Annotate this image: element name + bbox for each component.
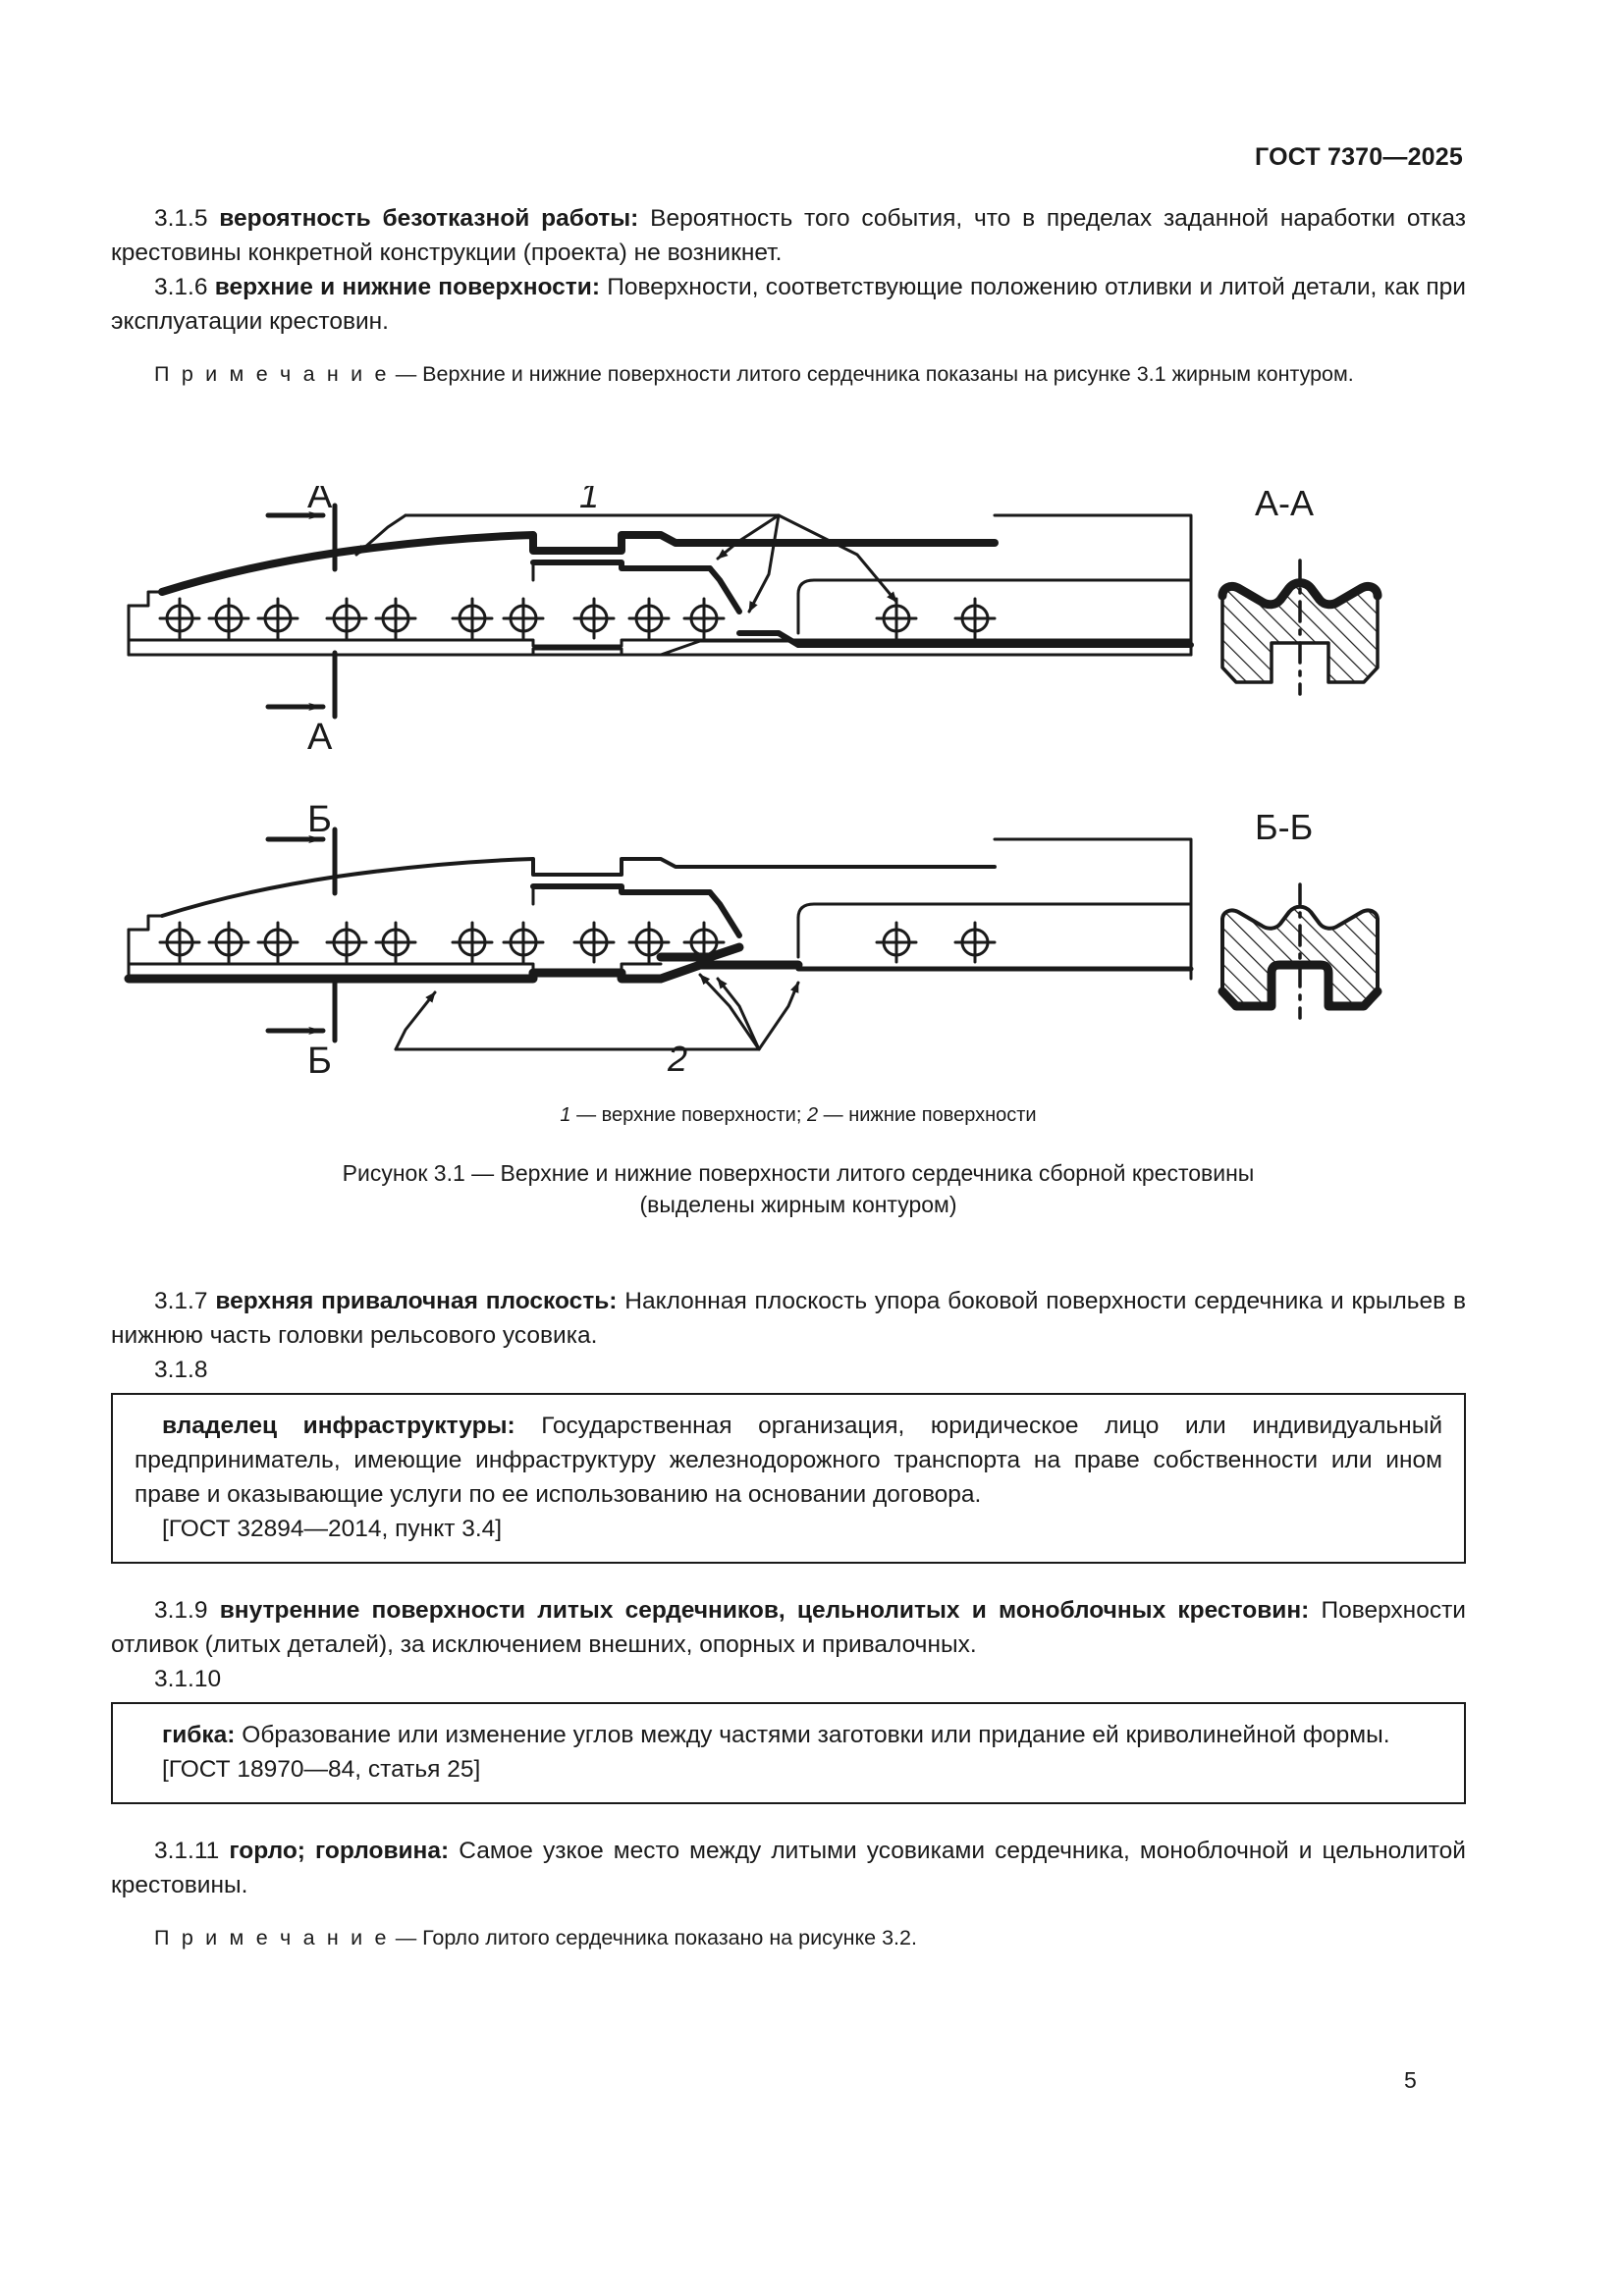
section-marker-b-bottom-label: Б — [307, 1041, 332, 1082]
note-3-1-6-dash: — — [389, 362, 423, 386]
note-3-1-11-dash: — — [389, 1926, 423, 1949]
clause-3-1-5-term: вероятность безотказной работы: — [219, 205, 639, 232]
legend-item-2-number: 2 — [806, 1104, 819, 1126]
figure-3-1-caption-line-1: Рисунок 3.1 — Верхние и нижние поверхнос… — [342, 1160, 1255, 1186]
figure-3-1-legend: 1 — верхние поверхности; 2 — нижние пове… — [111, 1095, 1486, 1130]
callout-2-leaders — [394, 973, 800, 1051]
clause-3-1-9-term: внутренние поверхности литых сердечников… — [219, 1597, 1310, 1624]
note-3-1-6-label: П р и м е ч а н и е — [154, 362, 390, 386]
page-header-standard-number: ГОСТ 7370—2025 — [1255, 143, 1463, 171]
section-view-a-a — [1218, 559, 1382, 696]
clause-3-1-9-text: Поверхности отливок (литых деталей), за … — [111, 1597, 1466, 1658]
clause-3-1-11: 3.1.11 горло; горловина: Самое узкое мес… — [111, 1834, 1466, 1902]
clause-3-1-9-number: 3.1.9 — [154, 1597, 208, 1624]
definition-3-1-10-term: гибка: — [162, 1722, 236, 1748]
definition-3-1-8-text: Государственная организация, юридическое… — [135, 1413, 1443, 1508]
clause-3-1-7-number: 3.1.7 — [154, 1288, 208, 1314]
section-marker-b-top — [265, 827, 338, 896]
definition-box-3-1-8: владелец инфраструктуры: Государственная… — [111, 1393, 1466, 1564]
page-number: 5 — [1404, 2067, 1417, 2093]
clause-3-1-5-number: 3.1.5 — [154, 205, 208, 232]
note-3-1-6-text: Верхние и нижние поверхности литого серд… — [422, 362, 1354, 386]
clause-3-1-5-text: Вероятность того события, что в пределах… — [111, 205, 1466, 266]
figure-3-1-caption: Рисунок 3.1 — Верхние и нижние поверхнос… — [111, 1130, 1486, 1220]
figure-3-1-caption-line-2: (выделены жирным контуром) — [639, 1192, 957, 1217]
section-marker-b-bottom — [265, 974, 338, 1043]
legend-item-1-dash: — — [570, 1104, 602, 1126]
note-3-1-6: П р и м е ч а н и е — Верхние и нижние п… — [111, 358, 1466, 391]
section-view-b-b-label: Б-Б — [1255, 807, 1313, 847]
legend-item-1-text: верхние поверхности; — [601, 1104, 807, 1126]
clause-3-1-7-text: Наклонная плоскость упора боковой поверх… — [111, 1288, 1466, 1349]
section-view-a-a-label: А-А — [1255, 486, 1314, 523]
definition-3-1-10-text: Образование или изменение углов между ча… — [235, 1722, 1390, 1748]
note-3-1-11: П р и м е ч а н и е — Горло литого серде… — [111, 1922, 1466, 1954]
bottom-view-frog-casting — [124, 827, 1194, 1051]
clause-3-1-6: 3.1.6 верхние и нижние поверхности: Пове… — [111, 270, 1466, 339]
clause-3-1-7-term: верхняя привалочная плоскость: — [215, 1288, 618, 1314]
definition-3-1-8-body: владелец инфраструктуры: Государственная… — [135, 1409, 1442, 1512]
figure-3-1-drawing: А А Б Б 1 2 А-А Б-Б — [124, 486, 1382, 1082]
section-marker-a-bottom-label: А — [307, 717, 333, 758]
bolt-hole-group-top — [158, 597, 997, 640]
note-3-1-11-label: П р и м е ч а н и е — [154, 1926, 390, 1949]
clause-3-1-7: 3.1.7 верхняя привалочная плоскость: Нак… — [111, 1284, 1466, 1353]
section-marker-b-top-label: Б — [307, 799, 332, 840]
legend-item-1-number: 1 — [560, 1104, 571, 1126]
bolt-hole-group-bottom — [158, 921, 997, 964]
clause-3-1-10-number: 3.1.10 — [154, 1666, 222, 1692]
section-marker-a-bottom — [265, 650, 338, 720]
content-column-top: 3.1.5 вероятность безотказной работы: Ве… — [111, 201, 1466, 391]
section-marker-a-top-label: А — [307, 486, 333, 516]
clause-3-1-6-term: верхние и нижние поверхности: — [214, 274, 600, 300]
definition-3-1-10-source: [ГОСТ 18970—84, статья 25] — [162, 1756, 481, 1783]
callout-1-leaders — [354, 513, 898, 614]
definition-box-3-1-10: гибка: Образование или изменение углов м… — [111, 1702, 1466, 1804]
definition-3-1-8-source: [ГОСТ 32894—2014, пункт 3.4] — [162, 1516, 503, 1542]
clause-3-1-8-number-line: 3.1.8 — [111, 1353, 1466, 1387]
note-3-1-11-text: Горло литого сердечника показано на рису… — [422, 1926, 917, 1949]
section-view-b-b — [1218, 882, 1382, 1020]
clause-3-1-11-term: горло; горловина: — [229, 1838, 450, 1864]
top-view-frog-casting — [127, 503, 1194, 720]
content-column-bottom: 3.1.7 верхняя привалочная плоскость: Нак… — [111, 1284, 1466, 1954]
legend-item-2-dash: — — [818, 1104, 849, 1126]
clause-3-1-10-number-line: 3.1.10 — [111, 1662, 1466, 1696]
legend-item-2-text: нижние поверхности — [848, 1104, 1037, 1126]
clause-3-1-8-number: 3.1.8 — [154, 1357, 208, 1383]
clause-3-1-6-number: 3.1.6 — [154, 274, 208, 300]
clause-3-1-11-number: 3.1.11 — [154, 1838, 220, 1864]
callout-1-label: 1 — [579, 486, 599, 515]
definition-3-1-8-term: владелец инфраструктуры: — [162, 1413, 515, 1439]
clause-3-1-6-text: Поверхности, соответствующие положению о… — [111, 274, 1466, 335]
definition-3-1-10-body: гибка: Образование или изменение углов м… — [135, 1718, 1442, 1752]
clause-3-1-11-text: Самое узкое место между литыми усовиками… — [111, 1838, 1466, 1898]
figure-3-1: А А Б Б 1 2 А-А Б-Б 1 — верхние поверхно… — [111, 486, 1486, 1220]
clause-3-1-5: 3.1.5 вероятность безотказной работы: Ве… — [111, 201, 1466, 270]
callout-2-label: 2 — [667, 1039, 687, 1079]
clause-3-1-9: 3.1.9 внутренние поверхности литых серде… — [111, 1593, 1466, 1662]
section-marker-a-top — [265, 503, 338, 572]
